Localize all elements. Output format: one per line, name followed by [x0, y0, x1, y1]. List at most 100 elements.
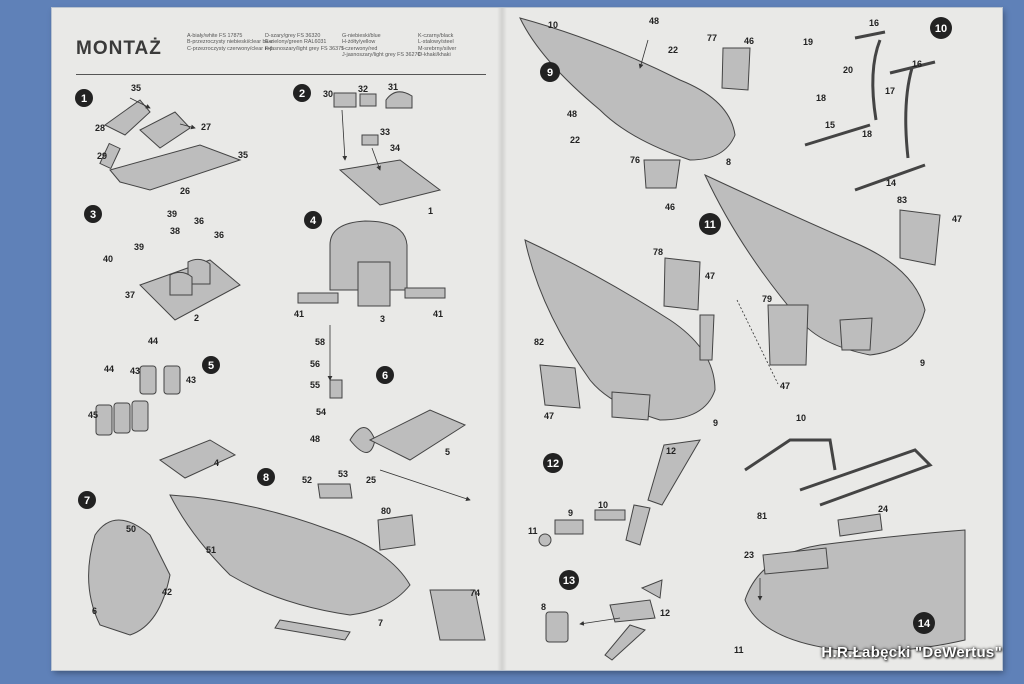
part-number: 26	[180, 186, 190, 196]
part-numbers: 35 27 28 29 26 35 30 32 31 33 34 1 39 38…	[88, 16, 962, 655]
part-number: 56	[310, 359, 320, 369]
part-number: 44	[148, 336, 158, 346]
step-number: 12	[547, 458, 559, 470]
part-number: 4	[214, 458, 219, 468]
step-number: 7	[84, 495, 90, 507]
step-number: 6	[382, 370, 388, 382]
legend-entry: G-niebieski/blue	[342, 33, 381, 39]
part-number: 28	[95, 123, 105, 133]
step-number: 2	[299, 88, 305, 100]
part-number: 31	[388, 82, 398, 92]
step-number: 11	[704, 219, 716, 231]
part-number: 38	[170, 226, 180, 236]
step-number: 8	[263, 472, 269, 484]
part-number: 50	[126, 524, 136, 534]
part-number: 11	[734, 645, 744, 655]
part-number: 74	[470, 588, 480, 598]
part-number: 16	[869, 18, 879, 28]
part-number: 46	[744, 36, 754, 46]
part-number: 9	[713, 418, 718, 428]
legend-entry: K-czarny/black	[418, 33, 454, 39]
part-number: 82	[534, 337, 544, 347]
step-marker	[913, 612, 935, 634]
part-number: 47	[952, 214, 962, 224]
part-number: 76	[630, 155, 640, 165]
part-number: 44	[104, 364, 114, 374]
color-legend-col4: K-czarny/black L-stalowy/steel M-srebrny…	[418, 33, 456, 58]
part-number: 1	[428, 206, 433, 216]
part-number: 24	[878, 504, 888, 514]
part-number: 36	[214, 230, 224, 240]
part-number: 27	[201, 122, 211, 132]
legend-divider	[76, 74, 486, 75]
part-number: 3	[380, 314, 385, 324]
part-number: 32	[358, 84, 368, 94]
part-number: 8	[541, 602, 546, 612]
part-number: 47	[544, 411, 554, 421]
part-number: 77	[707, 33, 717, 43]
part-number: 48	[567, 109, 577, 119]
part-number: 15	[825, 120, 835, 130]
step-number: 3	[90, 209, 96, 221]
part-number: 80	[381, 506, 391, 516]
part-number: 39	[134, 242, 144, 252]
sheet-fold	[497, 8, 507, 670]
step-marker	[540, 62, 560, 82]
part-number: 81	[757, 511, 767, 521]
photo-credit: H.R.Łabęcki "DeWertus"	[821, 644, 1002, 661]
part-number: 43	[130, 366, 140, 376]
step-marker	[304, 211, 322, 229]
step-markers: 1 2 3 4 5 6 7 8 9 10 11 12 13 14	[75, 17, 952, 634]
step-marker	[543, 453, 563, 473]
legend-entry: H-żółty/yellow	[342, 39, 376, 46]
part-number: 41	[433, 309, 443, 319]
part-number: 35	[238, 150, 248, 160]
step-number: 14	[918, 618, 931, 630]
part-number: 18	[862, 129, 872, 139]
color-legend-col3: G-niebieski/blue H-żółty/yellow I-czerwo…	[342, 33, 421, 58]
part-number: 5	[445, 447, 450, 457]
step-number: 9	[547, 67, 553, 79]
part-number: 22	[668, 45, 678, 55]
step-marker	[559, 570, 579, 590]
legend-entry: I-czerwony/red	[342, 45, 378, 52]
step-marker	[84, 205, 102, 223]
part-number: 22	[570, 135, 580, 145]
color-legend-col1: A-biały/white FS 17875 B-przezroczysty n…	[187, 33, 273, 52]
legend-entry: O-khaki/khaki	[418, 51, 451, 58]
part-number: 11	[528, 526, 538, 536]
part-number: 9	[568, 508, 573, 518]
legend-entry: M-srebrny/silver	[418, 45, 457, 52]
part-number: 48	[310, 434, 320, 444]
part-number: 41	[294, 309, 304, 319]
step-marker	[376, 366, 394, 384]
step-marker	[293, 84, 311, 102]
part-number: 20	[843, 65, 853, 75]
step-number: 10	[935, 23, 947, 35]
legend-entry: D-szary/grey FS 36320	[265, 33, 321, 39]
legend-entry: J-jasnoszary/light grey FS 36270	[342, 51, 421, 58]
step-marker	[202, 356, 220, 374]
part-number: 7	[378, 618, 383, 628]
part-number: 19	[803, 37, 813, 47]
legend-entry: C-przezroczysty czerwony/clear red	[187, 45, 273, 52]
part-number: 18	[816, 93, 826, 103]
part-number: 52	[302, 475, 312, 485]
part-number: 8	[726, 157, 731, 167]
part-number: 10	[598, 500, 608, 510]
step-marker	[75, 89, 93, 107]
part-number: 48	[649, 16, 659, 26]
part-number: 45	[88, 410, 98, 420]
step-marker	[699, 213, 721, 235]
part-number: 30	[323, 89, 333, 99]
part-number: 40	[103, 254, 113, 264]
part-number: 54	[316, 407, 326, 417]
page-title: MONTAŻ	[76, 38, 162, 59]
legend-entry: L-stalowy/steel	[418, 39, 454, 46]
part-number: 83	[897, 195, 907, 205]
part-number: 2	[194, 313, 199, 323]
part-number: 39	[167, 209, 177, 219]
part-number: 29	[97, 151, 107, 161]
legend-entry: F-jasnoszary/light grey FS 36375	[265, 45, 345, 52]
